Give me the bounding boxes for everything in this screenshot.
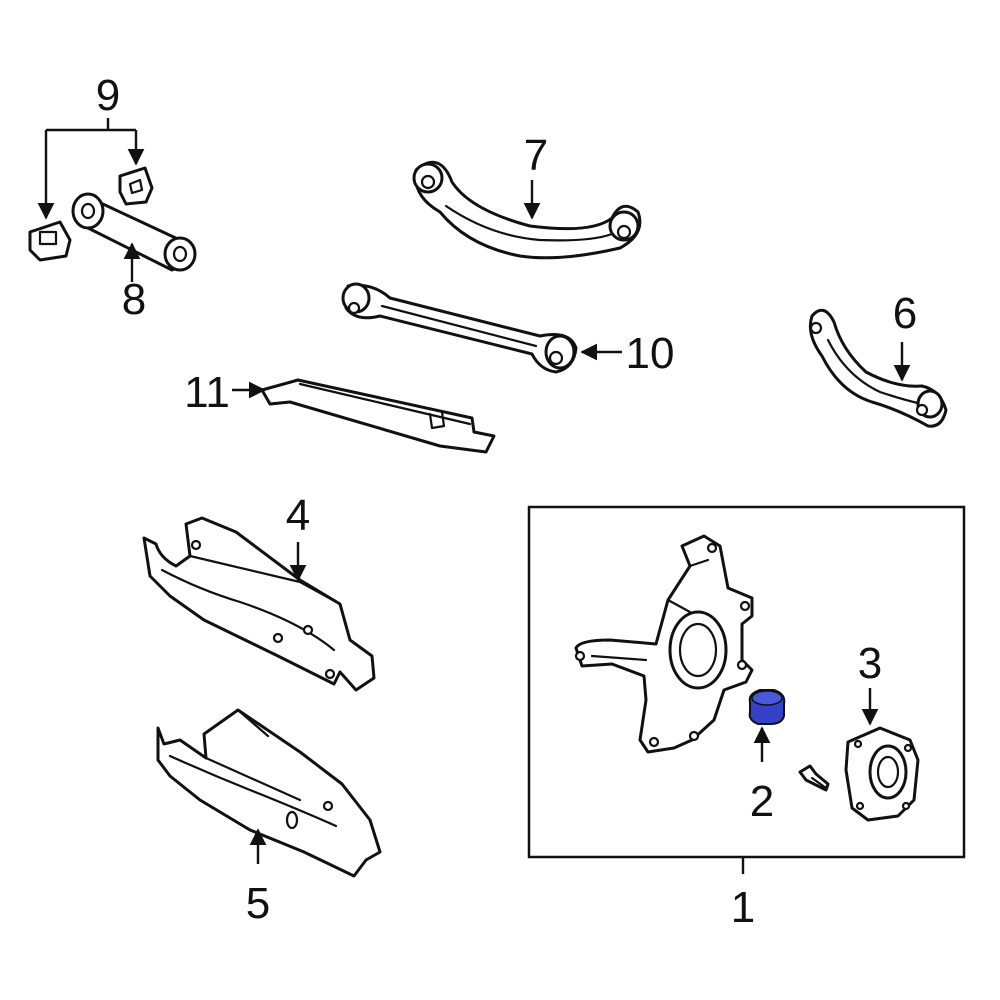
callout-label-11: 11 — [184, 368, 230, 417]
part-6-arm[interactable] — [808, 308, 948, 428]
callout-9-bracket — [46, 118, 136, 132]
part-7-control-arm[interactable] — [412, 160, 642, 260]
part-1-assembly[interactable] — [527, 505, 966, 874]
callout-label-4: 4 — [286, 491, 310, 540]
part-10-link[interactable] — [341, 282, 622, 374]
callout-label-1: 1 — [731, 883, 755, 932]
callout-label-9: 9 — [96, 71, 120, 120]
steering-knuckle — [574, 534, 754, 754]
callout-label-10: 10 — [626, 329, 675, 378]
hub-bolt — [798, 764, 830, 792]
part-2-bushing-highlighted[interactable] — [748, 689, 786, 762]
callout-label-5: 5 — [246, 879, 270, 928]
callout-label-7: 7 — [524, 131, 548, 180]
part-8-link[interactable] — [71, 192, 197, 282]
bushing-right — [118, 166, 154, 206]
callout-label-6: 6 — [893, 289, 917, 338]
part-9-bushings[interactable] — [28, 118, 154, 262]
part-3-hub-bearing[interactable] — [844, 688, 920, 822]
assembly-frame — [527, 505, 966, 859]
callout-label-8: 8 — [122, 275, 146, 324]
part-11-shield[interactable] — [232, 378, 496, 454]
callout-label-2: 2 — [750, 777, 774, 826]
bushing-left — [28, 220, 72, 262]
part-5-shield[interactable] — [156, 708, 382, 878]
callout-label-3: 3 — [858, 639, 882, 688]
part-4-shield[interactable] — [142, 516, 376, 692]
